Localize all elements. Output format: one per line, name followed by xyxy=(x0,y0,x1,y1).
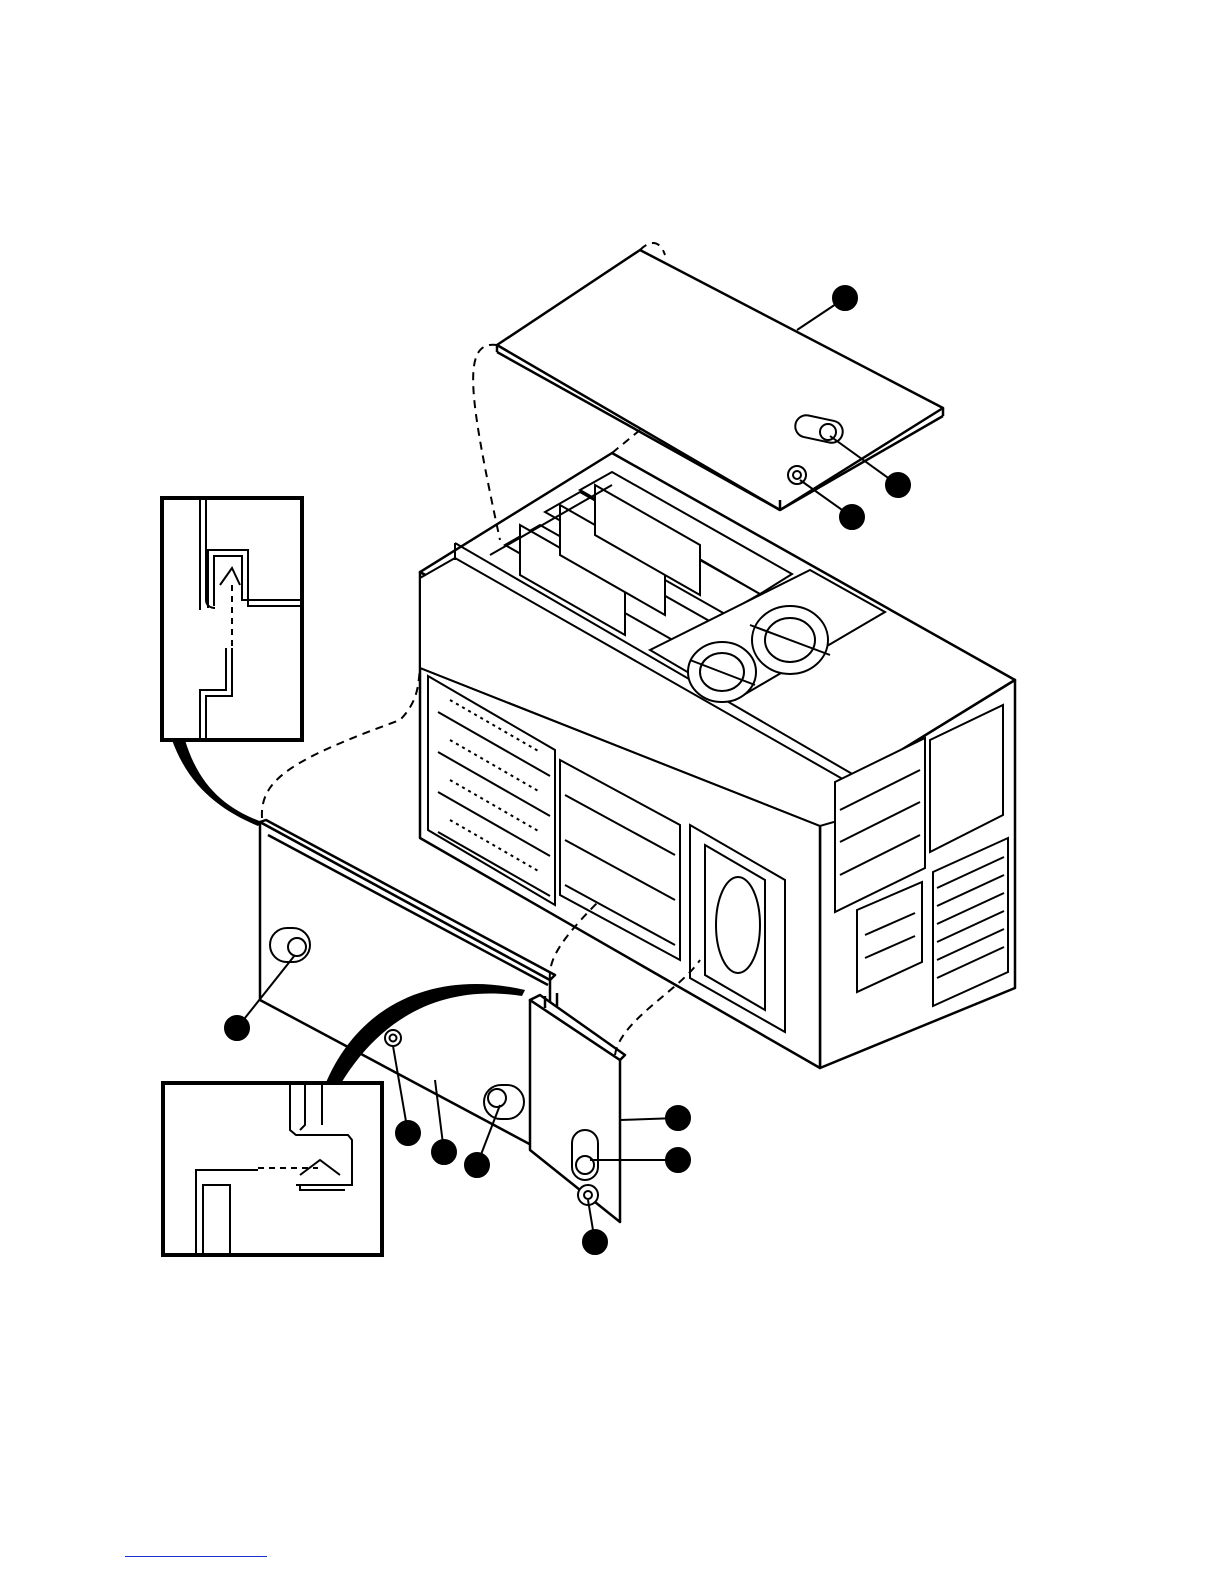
footer-rule xyxy=(125,1556,267,1557)
callout-top-cover xyxy=(833,286,857,310)
side-panel-latch-slot xyxy=(484,1085,524,1119)
callout-side-panel-latch xyxy=(465,1153,489,1177)
callout-top-cover-lock xyxy=(886,473,910,497)
callout-side-panel-thumbscrew xyxy=(396,1121,420,1145)
front-bezel-latch-slot xyxy=(572,1130,598,1180)
callout-front-bezel xyxy=(666,1106,690,1130)
callout-top-cover-thumbscrew xyxy=(840,505,864,529)
top-cover xyxy=(497,250,943,510)
callout-side-panel xyxy=(432,1140,456,1164)
callout-side-panel-lock xyxy=(225,1016,249,1040)
side-panel-lock-slot xyxy=(270,928,310,962)
callout-front-bezel-lock xyxy=(583,1230,607,1254)
callout-front-bezel-latch xyxy=(666,1148,690,1172)
side-panel-screw xyxy=(385,1030,401,1046)
front-bezel xyxy=(530,993,625,1222)
